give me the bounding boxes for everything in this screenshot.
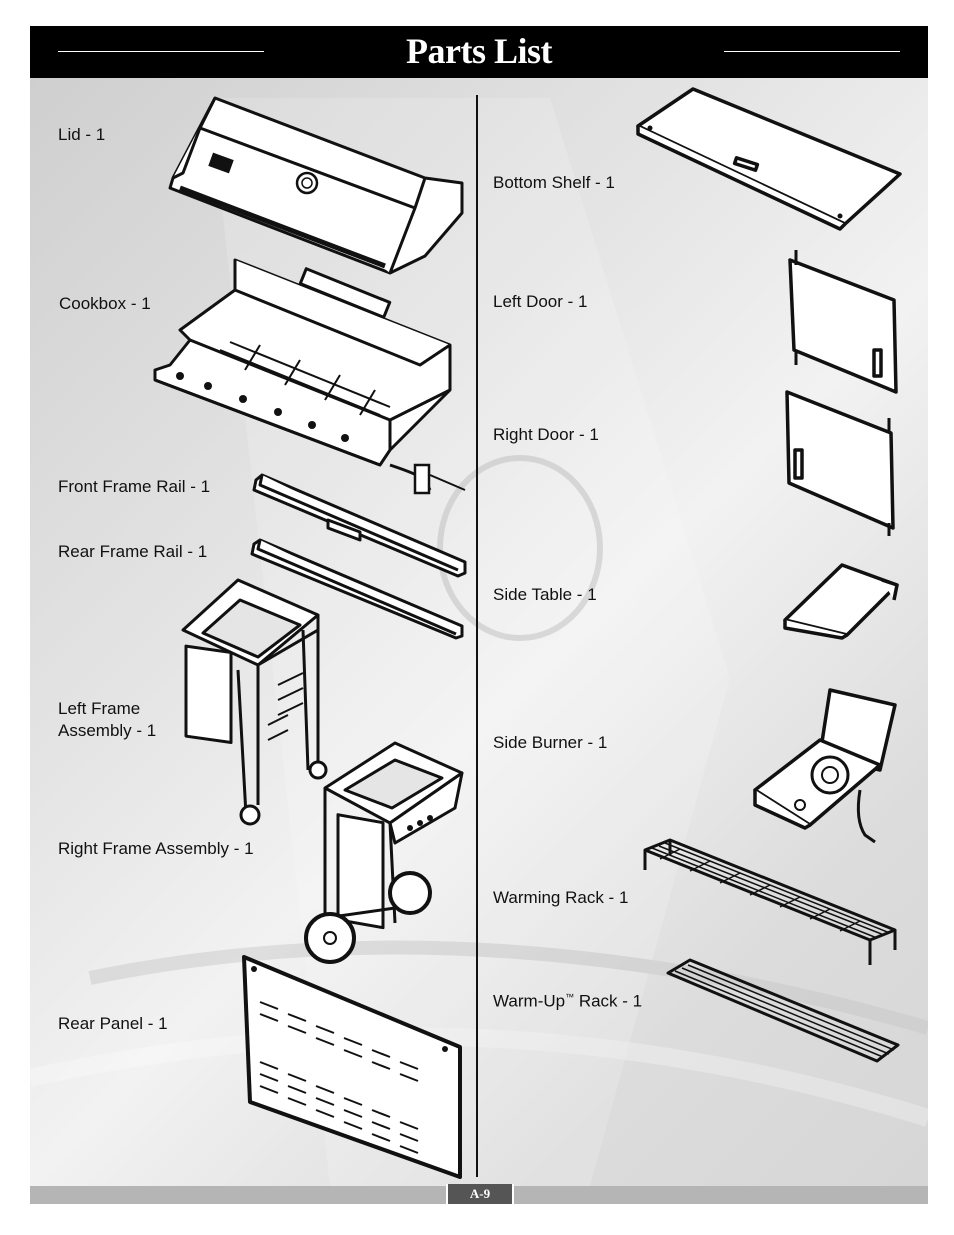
warm-up-rack-text: Rack - 1 [574,991,643,1011]
page-header: Parts List [30,26,928,78]
part-label-bottom-shelf: Bottom Shelf - 1 [493,173,615,192]
part-label-side-table: Side Table - 1 [493,585,597,604]
part-label-left-frame-assembly: Left Frame Assembly - 1 [58,698,156,742]
page-title: Parts List [406,31,552,71]
left-frame-assembly-illustration [181,578,328,826]
left-door-illustration [788,250,898,394]
page-number: A-9 [446,1184,514,1204]
trademark-symbol: ™ [565,992,575,1002]
warm-up-text: Warm-Up [493,991,566,1011]
header-rule-left [58,51,264,52]
bottom-shelf-illustration [636,87,902,231]
part-label-left-door: Left Door - 1 [493,292,588,311]
header-rule-right [724,51,900,52]
warming-rack-illustration [643,838,897,965]
rear-frame-rail-illustration [250,538,464,640]
cookbox-illustration [153,258,466,495]
rear-panel-illustration [242,955,462,1179]
right-frame-assembly-illustration [304,741,464,964]
front-frame-rail-illustration [252,473,467,578]
part-label-lid: Lid - 1 [58,125,106,144]
column-divider [476,95,478,1177]
part-label-rear-frame-rail: Rear Frame Rail - 1 [58,542,208,561]
part-label-right-door: Right Door - 1 [493,425,599,444]
part-label-front-frame-rail: Front Frame Rail - 1 [58,477,211,496]
part-label-rear-panel: Rear Panel - 1 [58,1014,168,1033]
side-burner-illustration [753,688,897,844]
part-label-right-frame-assembly: Right Frame Assembly - 1 [58,839,254,858]
part-label-side-burner: Side Burner - 1 [493,733,608,752]
side-table-illustration [783,563,899,640]
right-door-illustration [785,390,895,536]
part-label-cookbox: Cookbox - 1 [59,294,151,313]
part-label-warming-rack: Warming Rack - 1 [493,888,629,907]
part-label-warm-up-rack: Warm-Up™ Rack - 1 [493,986,642,1013]
warm-up-rack-illustration [666,958,900,1063]
lid-illustration [168,96,464,275]
part-label-left-frame-line1: Left Frame [58,699,141,718]
parts-panel [30,78,928,1186]
part-label-left-frame-line2: Assembly - 1 [58,721,157,740]
